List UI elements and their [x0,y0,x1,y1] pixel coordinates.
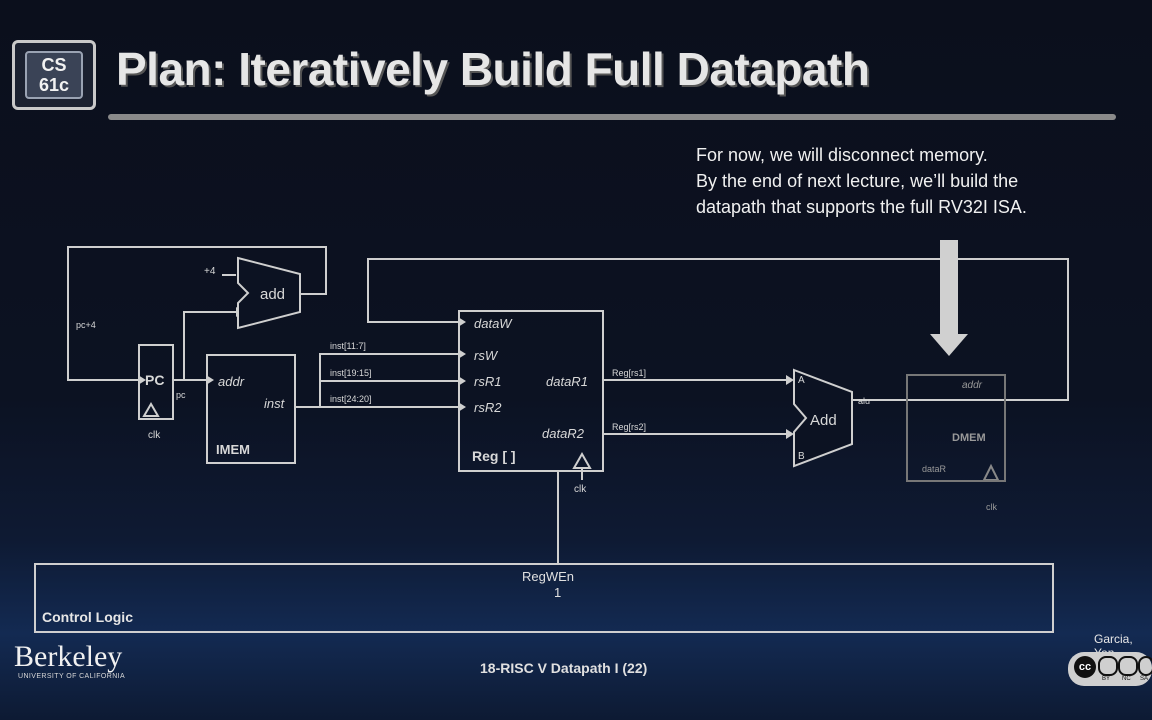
dmem-datar-label: dataR [922,464,947,474]
alu-name-label: Add [810,412,837,429]
rf-clk-label: clk [574,484,587,495]
logo-text-bottom: 61c [38,75,70,95]
cc-license-icon: cc BY NC SA [1068,652,1152,686]
title-rule [108,114,1116,120]
imem-addr-label: addr [218,374,245,389]
imem-inst-label: inst [264,396,285,411]
berkeley-logo: Berkeley [14,640,123,673]
pc-feedback-wire [67,246,327,381]
alu-out-label: alu [858,396,871,406]
rf-datar1-label: dataR1 [546,374,588,389]
cc-by: BY [1102,676,1111,682]
rf-dataw-label: dataW [474,316,512,331]
dmem-clk-label: clk [986,502,997,512]
control-logic-block: RegWEn 1 Control Logic [34,563,1054,633]
pc-feedback-label: pc+4 [76,320,96,330]
regwen-label: RegWEn [522,569,575,584]
uc-label: UNIVERSITY OF CALIFORNIA [18,673,126,680]
reg-rs1-label: Reg[rs1] [612,368,647,378]
note-line-1: For now, we will disconnect memory. [696,145,988,165]
inst-field-rs2: inst[24:20] [330,394,372,404]
register-file: dataW rsW rsR1 rsR2 dataR1 dataR2 Reg [ … [458,310,604,472]
rf-rsr2-label: rsR2 [474,400,502,415]
note-line-3: datapath that supports the full RV32I IS… [696,197,1027,217]
regwen-value: 1 [554,585,562,600]
down-arrow-icon [930,334,968,356]
rf-name-label: Reg [ ] [472,448,516,464]
dmem-addr-label: addr [962,380,983,391]
pc-clk-label: clk [148,430,161,441]
pc-out-label: pc [176,390,186,400]
alu-shape [793,368,853,468]
alu-a-label: A [798,375,805,386]
logo-text-top: CS [41,55,67,75]
dmem-name-label: DMEM [952,432,986,444]
inst-field-rs1: inst[19:15] [330,368,372,378]
slide-number: 18-RISC V Datapath I (22) [480,660,648,676]
slide-title: Plan: Iteratively Build Full Datapath [116,43,870,95]
inst-field-rd: inst[11:7] [330,341,366,351]
alu-b-label: B [798,451,805,462]
pc-adder-shape [237,256,301,330]
note-line-2: By the end of next lecture, we’ll build … [696,171,1019,191]
rf-datar2-label: dataR2 [542,426,584,441]
imem-name-label: IMEM [216,442,250,457]
note-text: For now, we will disconnect memory. By t… [696,142,1027,220]
imem-block: addr inst IMEM [206,354,296,464]
pc-register: PC [138,344,174,420]
cc-sa: SA [1140,676,1149,682]
cc-nc: NC [1122,676,1131,682]
plus4-label: +4 [204,266,216,277]
rf-rsw-label: rsW [474,348,498,363]
dmem-block: addr DMEM dataR [906,374,1006,482]
reg-rs2-label: Reg[rs2] [612,422,647,432]
control-logic-label: Control Logic [42,609,133,625]
pc-adder-label: add [260,286,286,303]
rf-rsr1-label: rsR1 [474,374,502,389]
pc-label: PC [145,372,165,388]
